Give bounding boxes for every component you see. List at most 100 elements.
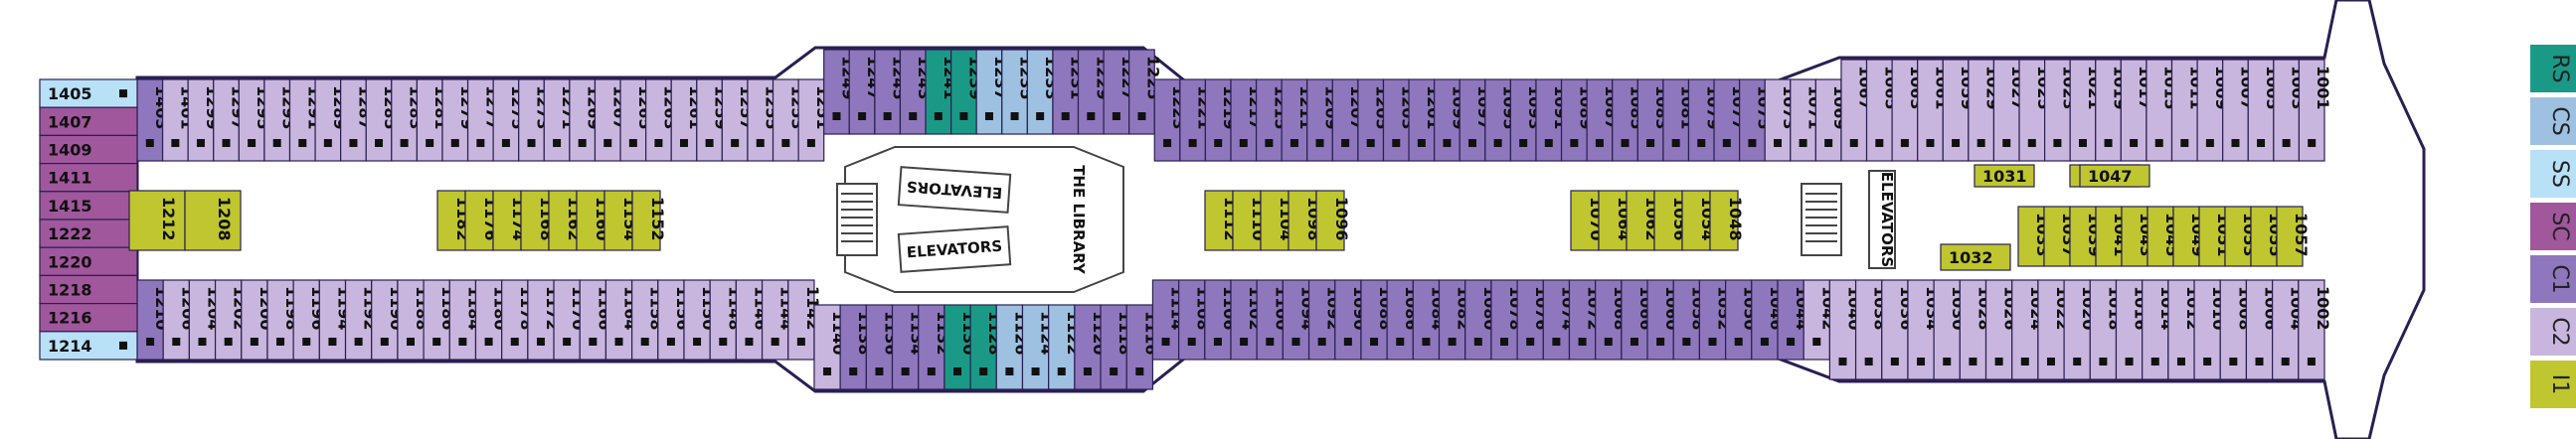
cabin-1090[interactable]: 1090 [1334, 279, 1369, 361]
cabin-1017[interactable]: 1017 [2120, 59, 2154, 162]
cabin-shape[interactable] [1360, 279, 1388, 361]
cabin-shape[interactable] [162, 279, 190, 361]
cabin-1142[interactable]: 1142 [787, 279, 822, 361]
cabin-shape[interactable] [1598, 190, 1628, 251]
cabin-shape[interactable] [683, 279, 711, 361]
cabin-shape[interactable] [1751, 279, 1779, 361]
cabin-shape[interactable] [2017, 206, 2045, 267]
cabin-shape[interactable] [548, 190, 578, 251]
cabin-shape[interactable] [1560, 78, 1588, 162]
cabin-1144[interactable]: 1144 [761, 279, 796, 361]
cabin-shape[interactable] [1626, 190, 1655, 251]
cabin-shape[interactable] [441, 78, 469, 162]
cabin-shape[interactable] [314, 78, 342, 162]
cabin-shape[interactable] [1595, 279, 1623, 361]
cabin-1047[interactable]: 1047 [2079, 164, 2150, 188]
cabin-1044[interactable]: 1044 [1777, 279, 1811, 361]
cabin-shape[interactable] [1687, 78, 1715, 162]
cabin-1089[interactable]: 1089 [1560, 78, 1596, 162]
cabin-shape[interactable] [2224, 206, 2252, 267]
cabin-shape[interactable] [1288, 190, 1317, 251]
cabin-shape[interactable] [2276, 206, 2304, 267]
cabin-shape[interactable] [1662, 78, 1690, 162]
cabin-shape[interactable] [1739, 78, 1766, 162]
cabin-shape[interactable] [1621, 279, 1648, 361]
cabin-shape[interactable] [1260, 190, 1289, 251]
cabin-shape[interactable] [1535, 78, 1563, 162]
cabin-1172[interactable]: 1172 [527, 279, 562, 361]
cabin-shape[interactable] [735, 279, 764, 361]
cabin-shape[interactable] [543, 78, 571, 162]
cabin-1002[interactable]: 1002 [2298, 279, 2332, 380]
cabin-1023[interactable]: 1023 [2044, 59, 2079, 162]
cabin-shape[interactable] [604, 279, 633, 361]
cabin-shape[interactable] [344, 279, 373, 361]
cabin-shape[interactable] [1459, 78, 1486, 162]
cabin-shape[interactable] [1232, 190, 1262, 251]
cabin-shape[interactable] [576, 190, 605, 251]
cabin-shape[interactable] [696, 78, 723, 162]
cabin-shape[interactable] [2121, 206, 2148, 267]
cabin-shape[interactable] [787, 279, 815, 361]
cabin-shape[interactable] [1178, 279, 1206, 361]
cabin-shape[interactable] [1386, 279, 1414, 361]
cabin-shape[interactable] [631, 190, 661, 251]
cabin-1218[interactable]: 1218 [39, 274, 138, 305]
cabin-shape[interactable] [263, 78, 291, 162]
cabin-shape[interactable] [1331, 78, 1359, 162]
cabin-shape[interactable] [136, 279, 164, 361]
cabin-1001[interactable]: 1001 [2298, 59, 2332, 162]
cabin-1211[interactable]: 1211 [1281, 78, 1315, 162]
cabin-1084[interactable]: 1084 [1412, 279, 1447, 361]
cabin-shape[interactable] [1151, 279, 1180, 361]
cabin-shape[interactable] [397, 279, 425, 361]
cabin-1407[interactable]: 1407 [39, 106, 138, 136]
cabin-1196[interactable]: 1196 [292, 279, 327, 361]
cabin-shape[interactable] [448, 279, 477, 361]
cabin-1411[interactable]: 1411 [39, 163, 138, 193]
cabin-1222[interactable]: 1222 [39, 219, 138, 248]
cabin-shape[interactable] [1484, 78, 1511, 162]
cabin-1198[interactable]: 1198 [266, 279, 301, 361]
cabin-1003[interactable]: 1003 [2273, 59, 2308, 162]
cabin-shape[interactable] [1100, 304, 1127, 390]
cabin-shape[interactable] [747, 78, 774, 162]
cabin-shape[interactable] [1790, 78, 1816, 162]
cabin-shape[interactable] [466, 78, 494, 162]
cabin-1415[interactable]: 1415 [39, 191, 138, 220]
cabin-1405[interactable]: 1405 [39, 78, 138, 108]
cabin-shape[interactable] [1306, 78, 1333, 162]
cabin-shape[interactable] [645, 78, 672, 162]
cabin-shape[interactable] [371, 279, 399, 361]
cabin-1220[interactable]: 1220 [39, 246, 138, 276]
cabin-shape[interactable] [1281, 78, 1308, 162]
cabin-1269[interactable]: 1269 [569, 78, 603, 162]
cabin-1214[interactable]: 1214 [39, 331, 138, 361]
cabin-shape[interactable] [1282, 279, 1310, 361]
cabin-shape[interactable] [527, 279, 555, 361]
cabin-shape[interactable] [464, 190, 494, 251]
cabin-1277[interactable]: 1277 [466, 78, 502, 162]
cabin-1146[interactable]: 1146 [735, 279, 770, 361]
cabin-shape[interactable] [1940, 243, 2011, 271]
cabin-1152[interactable]: 1152 [631, 190, 667, 251]
cabin-shape[interactable] [1230, 78, 1258, 162]
cabin-1216[interactable]: 1216 [39, 303, 138, 333]
cabin-shape[interactable] [1153, 78, 1181, 162]
cabin-shape[interactable] [161, 78, 189, 162]
cabin-shape[interactable] [1509, 78, 1537, 162]
cabin-1057[interactable]: 1057 [2276, 206, 2311, 267]
cabin-1039[interactable]: 1039 [2069, 206, 2104, 267]
cabin-shape[interactable] [579, 279, 607, 361]
cabin-1025[interactable]: 1025 [2018, 59, 2053, 162]
cabin-shape[interactable] [761, 279, 789, 361]
cabin-shape[interactable] [2018, 59, 2046, 162]
cabin-shape[interactable] [553, 279, 581, 361]
cabin-shape[interactable] [1516, 279, 1544, 361]
cabin-1253[interactable]: 1253 [772, 78, 807, 162]
cabin-shape[interactable] [1315, 190, 1345, 251]
cabin-shape[interactable] [1307, 279, 1336, 361]
cabin-shape[interactable] [1653, 190, 1683, 251]
cabin-1059[interactable]: 1059 [1942, 59, 1976, 162]
cabin-shape[interactable] [340, 78, 367, 162]
